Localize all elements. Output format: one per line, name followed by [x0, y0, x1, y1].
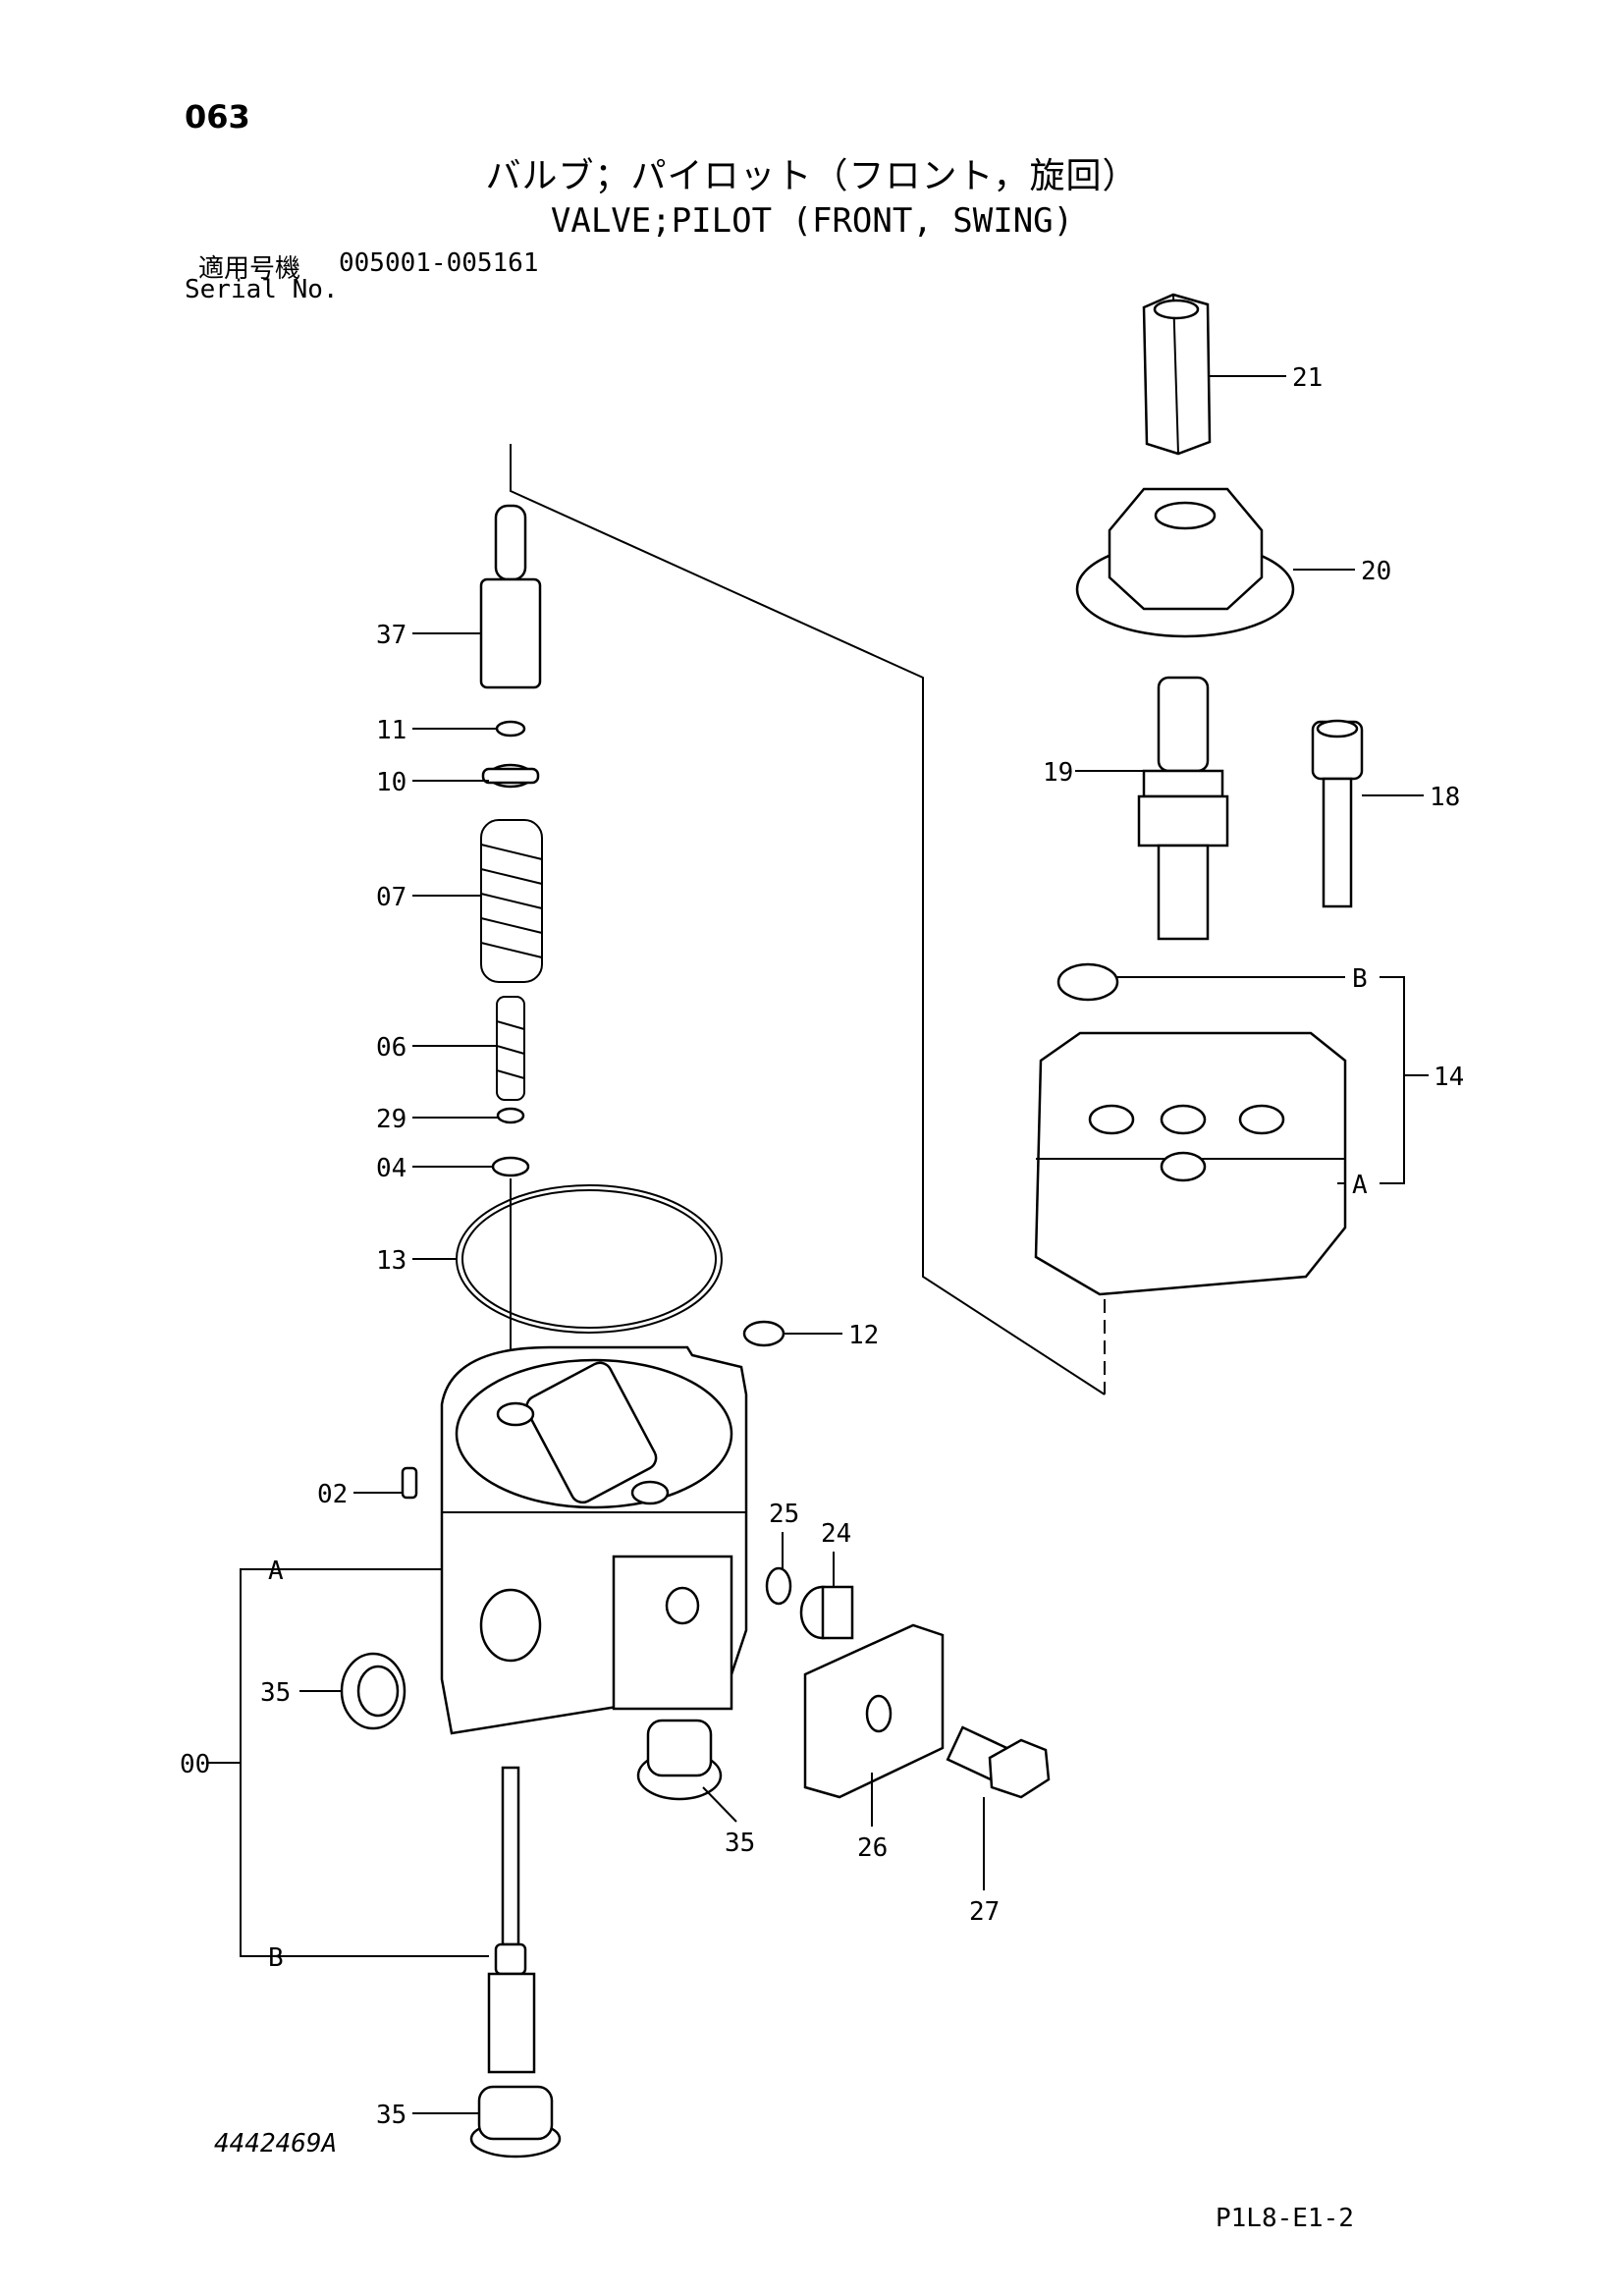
- cap-screw: [1311, 719, 1364, 908]
- callout-06: 06: [376, 1033, 406, 1063]
- plug-35-left: [340, 1652, 406, 1730]
- callout-07: 07: [376, 883, 406, 912]
- alignment-line-top: [510, 444, 1106, 1395]
- cover-assembly: [1034, 962, 1347, 1296]
- valve-casing: [440, 1345, 748, 1735]
- callout-29: 29: [376, 1105, 406, 1134]
- o-ring-large-inner: [461, 1189, 717, 1329]
- callout-19: 19: [1043, 758, 1073, 788]
- callout-02: 02: [317, 1480, 348, 1509]
- sheet-code: P1L8-E1-2: [1216, 2204, 1354, 2233]
- callout-35-middle: 35: [725, 1829, 755, 1858]
- callout-37: 37: [376, 621, 406, 650]
- serial-label-english: Serial No.: [185, 275, 339, 304]
- hex-coupler: [1142, 293, 1212, 456]
- leader-lines: [206, 375, 1429, 2114]
- title-english: VALVE;PILOT (FRONT, SWING): [550, 201, 1074, 241]
- flange-bolt: [946, 1725, 1051, 1799]
- universal-joint: [1137, 676, 1229, 941]
- title-japanese: バルブ；パイロット（フロント，旋回）: [485, 156, 1139, 196]
- serial-range: 005001-005161: [339, 248, 539, 278]
- shim: [496, 1107, 525, 1124]
- washer: [491, 1156, 530, 1177]
- callout-04: 04: [376, 1154, 406, 1183]
- callout-a-right: A: [1352, 1171, 1368, 1200]
- spring-seat: [481, 763, 540, 789]
- callout-labels: 21 20 37 11 10 19 18 07 B 14 06 29 04 A …: [180, 363, 1464, 2130]
- o-ring-25: [765, 1566, 792, 1606]
- o-ring-small: [742, 1320, 785, 1347]
- callout-00: 00: [180, 1750, 210, 1779]
- callout-b-left: B: [268, 1943, 284, 1973]
- callout-14: 14: [1434, 1063, 1464, 1092]
- snap-ring: [495, 720, 526, 738]
- cover-plate: [803, 1623, 945, 1799]
- main-spool: [487, 1766, 536, 2074]
- callout-21: 21: [1292, 363, 1323, 393]
- return-spring: [480, 819, 543, 983]
- serial-label-japanese: 適用号機: [198, 254, 301, 284]
- drawing-number: 4442469A: [214, 2129, 338, 2158]
- callout-b-right: B: [1352, 964, 1368, 994]
- plug-24: [799, 1585, 854, 1640]
- callout-27: 27: [969, 1897, 1000, 1927]
- callout-a-left: A: [268, 1557, 284, 1586]
- callout-35-bottom: 35: [376, 2101, 406, 2130]
- callout-10: 10: [376, 768, 406, 797]
- page-number: 063: [185, 98, 250, 136]
- callout-13: 13: [376, 1246, 406, 1276]
- inner-spring: [496, 996, 525, 1101]
- plug-35-bottom: [469, 2085, 562, 2158]
- callout-20: 20: [1361, 557, 1391, 586]
- spool-37: [479, 504, 542, 689]
- callout-18: 18: [1430, 783, 1460, 812]
- callout-26: 26: [857, 1833, 888, 1863]
- o-ring-large: [456, 1184, 723, 1334]
- callout-12: 12: [848, 1321, 879, 1350]
- flange-nut: [1075, 487, 1295, 638]
- plug-35-middle: [636, 1719, 723, 1801]
- callout-11: 11: [376, 716, 406, 745]
- callout-24: 24: [821, 1519, 851, 1549]
- pin: [401, 1466, 418, 1500]
- callout-25: 25: [769, 1500, 799, 1529]
- callout-35-left: 35: [260, 1678, 291, 1708]
